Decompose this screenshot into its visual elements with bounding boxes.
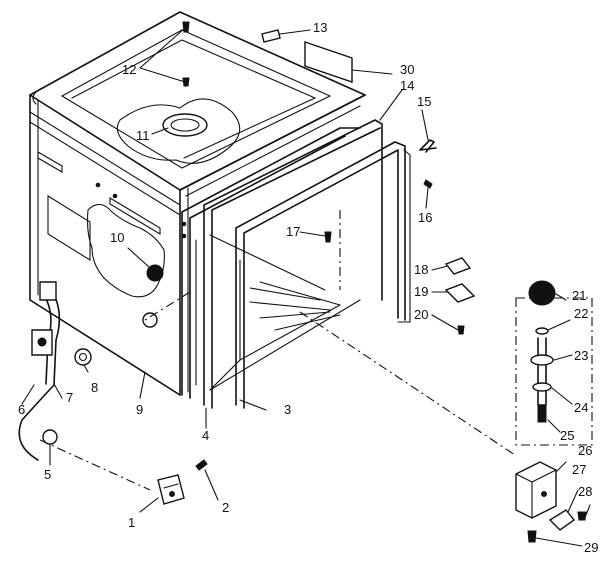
label-part-4: 4 bbox=[202, 428, 209, 443]
label-part-26: 26 bbox=[578, 443, 592, 458]
part-20-screw bbox=[457, 325, 465, 335]
part-19-bracket bbox=[444, 283, 476, 303]
part-2-screw bbox=[195, 459, 208, 471]
label-part-28: 28 bbox=[578, 484, 592, 499]
label-part-12: 12 bbox=[122, 62, 136, 77]
dishwasher-tub bbox=[29, 11, 366, 396]
part-13-clip bbox=[261, 29, 281, 43]
part-30-label-plate bbox=[304, 41, 353, 83]
part-number-labels: 1 2 3 4 5 6 7 8 9 10 11 12 13 14 15 16 1… bbox=[18, 20, 598, 555]
label-part-3: 3 bbox=[284, 402, 291, 417]
float-assembly bbox=[515, 280, 593, 446]
label-part-19: 19 bbox=[414, 284, 428, 299]
part-28-screw bbox=[577, 511, 587, 521]
part-17-screw bbox=[324, 231, 332, 243]
label-part-15: 15 bbox=[417, 94, 431, 109]
label-part-2: 2 bbox=[222, 500, 229, 515]
part-8-grommet bbox=[74, 348, 92, 366]
label-part-18: 18 bbox=[414, 262, 428, 277]
part-1-valve bbox=[157, 474, 185, 505]
leader-lines bbox=[21, 27, 591, 547]
label-part-23: 23 bbox=[574, 348, 588, 363]
part-12-clip bbox=[182, 21, 190, 33]
part-27-switch bbox=[548, 509, 576, 531]
part-18-pad bbox=[444, 257, 472, 275]
label-part-16: 16 bbox=[418, 210, 432, 225]
label-part-6: 6 bbox=[18, 402, 25, 417]
label-part-13: 13 bbox=[313, 20, 327, 35]
label-part-25: 25 bbox=[560, 428, 574, 443]
label-part-20: 20 bbox=[414, 307, 428, 322]
part-5-clamp bbox=[42, 429, 58, 445]
part-16-screw bbox=[423, 179, 433, 189]
part-10-nut bbox=[146, 264, 164, 282]
part-9-ring bbox=[142, 312, 158, 328]
part-6-inlet-hose bbox=[18, 281, 61, 461]
label-part-5: 5 bbox=[44, 467, 51, 482]
label-part-8: 8 bbox=[91, 380, 98, 395]
label-part-27: 27 bbox=[572, 462, 586, 477]
part-15-clip bbox=[419, 139, 437, 153]
label-part-21: 21 bbox=[572, 288, 586, 303]
top-spray-wave bbox=[116, 98, 241, 164]
label-part-9: 9 bbox=[136, 402, 143, 417]
label-part-22: 22 bbox=[574, 306, 588, 321]
float-switch-housing bbox=[515, 461, 557, 519]
label-part-30: 30 bbox=[400, 62, 414, 77]
label-part-14: 14 bbox=[400, 78, 414, 93]
label-part-11: 11 bbox=[136, 128, 150, 143]
tub-gasket bbox=[235, 141, 411, 409]
door-gasket bbox=[181, 119, 383, 409]
label-part-24: 24 bbox=[574, 400, 588, 415]
label-part-29: 29 bbox=[584, 540, 598, 555]
label-part-10: 10 bbox=[110, 230, 124, 245]
part-29-screw bbox=[527, 530, 537, 543]
label-part-7: 7 bbox=[66, 390, 73, 405]
label-part-17: 17 bbox=[286, 224, 300, 239]
label-part-1: 1 bbox=[128, 515, 135, 530]
